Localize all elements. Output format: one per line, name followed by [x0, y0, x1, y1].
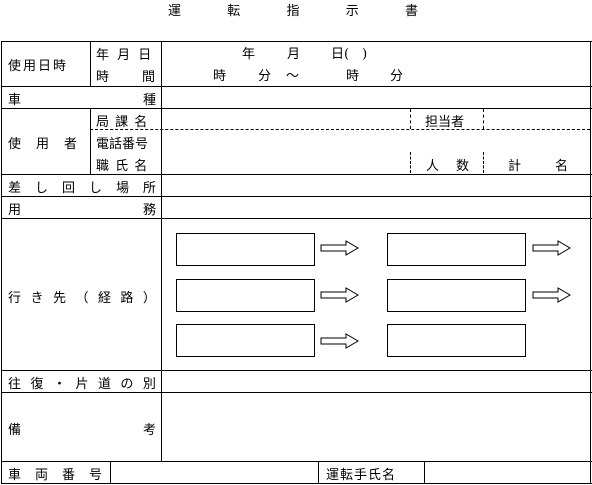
- dept-sublabel: 局 課 名: [96, 115, 149, 130]
- trip-type-label: 往 復 ・ 片 道 の 別: [8, 373, 156, 392]
- vehicle-number-label: 車 両 番 号: [8, 464, 102, 483]
- title-char: 転: [227, 4, 241, 19]
- destination-char: 行: [8, 291, 22, 306]
- purpose-field[interactable]: [163, 198, 589, 217]
- headcount-char: 数: [455, 159, 469, 174]
- arrow-right-icon: [320, 333, 359, 349]
- trip-type-field[interactable]: [163, 372, 589, 391]
- dispatch-place-char: し: [34, 181, 48, 196]
- date-sublabel: 年 月 日: [96, 48, 154, 63]
- destination-char: 経: [97, 291, 111, 306]
- dispatch-place-char: 差: [8, 181, 22, 196]
- trip-type-char: 片: [75, 377, 89, 392]
- total-persons-field[interactable]: 計 名: [508, 155, 568, 174]
- title-char: 運: [168, 4, 182, 19]
- person-in-charge-label: 担当者: [425, 115, 465, 130]
- route-box-6[interactable]: [387, 324, 526, 357]
- trip-type-char: 道: [97, 377, 111, 392]
- remarks-field[interactable]: [163, 394, 589, 460]
- dispatch-place-char: し: [88, 181, 102, 196]
- time-sublabel-char: 時: [96, 70, 110, 85]
- arrow-right-icon: [320, 287, 359, 303]
- title-char: 指: [286, 4, 300, 19]
- date-year-label: 年: [242, 47, 256, 62]
- date-day-label: 日( ): [331, 47, 368, 62]
- usage-datetime-label: 使用日時: [8, 59, 69, 74]
- trip-type-char: 別: [142, 377, 156, 392]
- tilde-separator: ～: [286, 69, 300, 84]
- purpose-char: 用: [8, 203, 22, 218]
- driver-name-label: 運転手氏名: [326, 468, 397, 483]
- route-box-2[interactable]: [387, 233, 526, 266]
- start-minute-label: 分: [258, 69, 272, 84]
- destination-char: 路: [120, 291, 134, 306]
- purpose-char: 務: [142, 203, 156, 218]
- trip-type-char: 往: [8, 377, 22, 392]
- time-sublabel-char: 間: [141, 70, 155, 85]
- document-title: 運 転 指 示 書: [168, 0, 418, 19]
- date-month-label: 月: [287, 47, 301, 62]
- trip-type-char: の: [120, 377, 134, 392]
- purpose-label: 用 務: [8, 199, 156, 218]
- dispatch-place-field[interactable]: [163, 176, 589, 195]
- dept-field[interactable]: [163, 110, 408, 128]
- name-sublabel: 職 氏 名: [96, 159, 149, 174]
- dispatch-place-char: 所: [142, 181, 156, 196]
- route-box-3[interactable]: [176, 279, 315, 312]
- dispatch-place-char: 回: [61, 181, 75, 196]
- driver-name-field[interactable]: [426, 463, 589, 482]
- trip-type-char: ・: [52, 377, 66, 392]
- vehicle-number-char: 号: [88, 468, 102, 483]
- total-char: 名: [554, 159, 568, 174]
- remarks-char: 備: [8, 423, 22, 438]
- date-year-field[interactable]: 年 月 日( ): [166, 43, 586, 63]
- end-hour-label: 時: [346, 69, 360, 84]
- remarks-char: 考: [142, 423, 156, 438]
- dispatch-place-char: 場: [115, 181, 129, 196]
- route-box-4[interactable]: [387, 279, 526, 312]
- remarks-label: 備 考: [8, 419, 156, 438]
- dispatch-place-label: 差 し 回 し 場 所: [8, 177, 156, 196]
- route-box-1[interactable]: [176, 233, 315, 266]
- vehicle-type-char: 種: [142, 93, 156, 108]
- trip-type-char: 復: [30, 377, 44, 392]
- destination-char: ）: [142, 291, 156, 306]
- phone-name-field[interactable]: [163, 131, 408, 172]
- arrow-right-icon: [532, 240, 571, 256]
- vehicle-number-char: 車: [8, 468, 22, 483]
- start-hour-label: 時: [213, 69, 227, 84]
- destination-char: （: [75, 291, 89, 306]
- route-box-5[interactable]: [176, 324, 315, 357]
- destination-char: き: [30, 291, 44, 306]
- destination-label: 行 き 先 （ 経 路 ）: [8, 287, 156, 306]
- person-in-charge-field[interactable]: [486, 110, 588, 128]
- total-char: 計: [508, 159, 522, 174]
- user-label: 使 用 者: [8, 137, 79, 152]
- phone-sublabel: 電話番号: [96, 137, 149, 152]
- arrow-right-icon: [532, 287, 571, 303]
- end-minute-label: 分: [390, 69, 404, 84]
- vehicle-type-field[interactable]: [163, 88, 589, 107]
- vehicle-number-field[interactable]: [112, 463, 317, 482]
- headcount-char: 人: [426, 159, 440, 174]
- time-range-field[interactable]: 時 分 ～ 時 分: [166, 65, 586, 85]
- arrow-right-icon: [320, 240, 359, 256]
- vehicle-number-char: 番: [61, 468, 75, 483]
- vehicle-type-char: 車: [8, 93, 22, 108]
- title-char: 示: [345, 4, 359, 19]
- vehicle-type-label: 車 種: [8, 89, 156, 108]
- time-sublabel: 時 間: [96, 66, 155, 85]
- destination-char: 先: [52, 291, 66, 306]
- headcount-label: 人 数: [426, 155, 469, 174]
- vehicle-number-char: 両: [34, 468, 48, 483]
- title-char: 書: [404, 4, 418, 19]
